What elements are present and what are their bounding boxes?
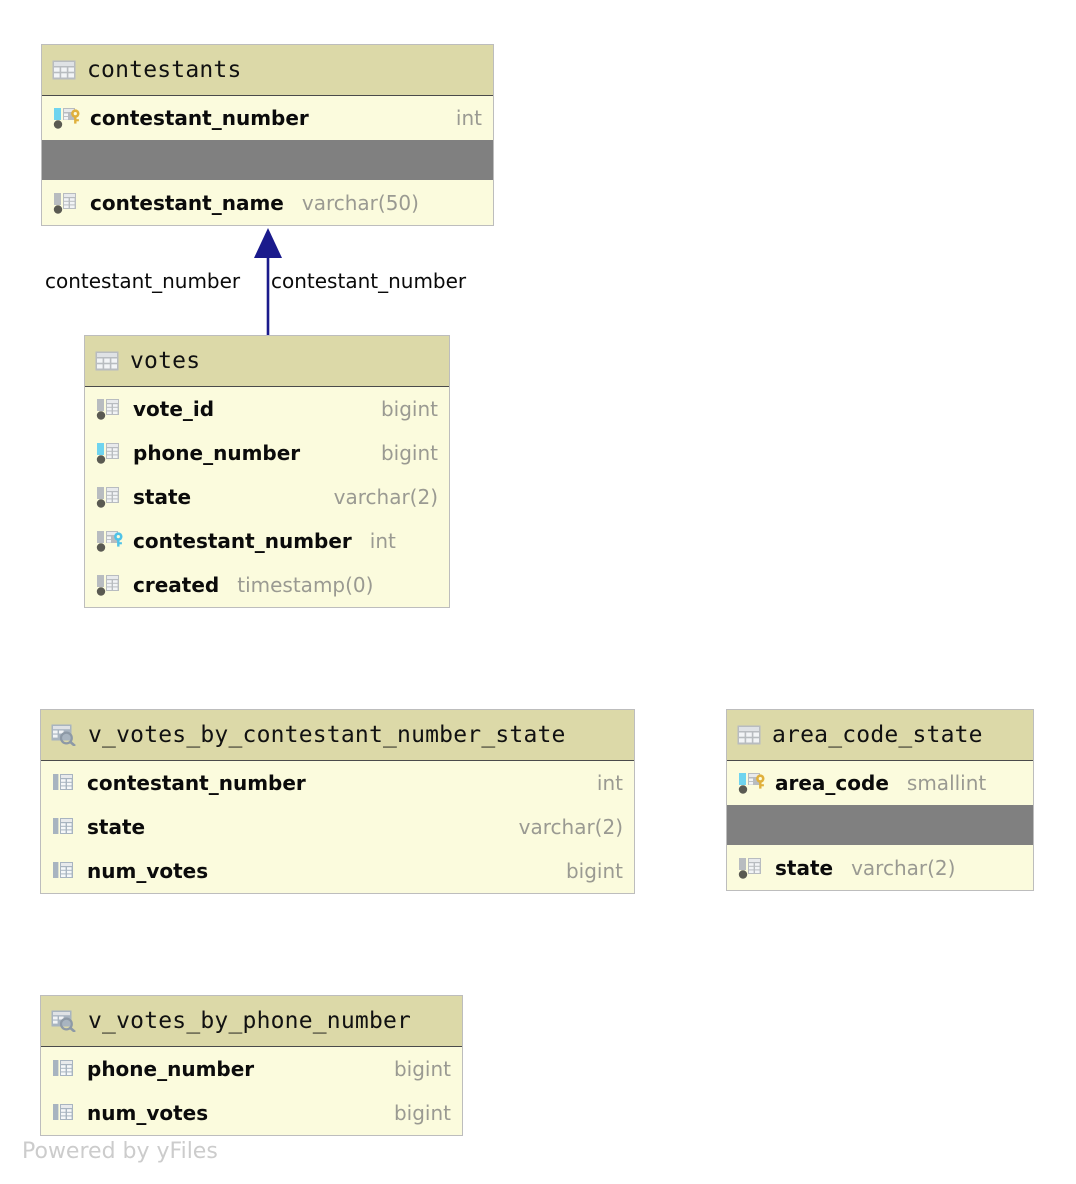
table-row[interactable]: state varchar(2) <box>85 475 449 519</box>
column-name: state <box>775 855 834 880</box>
column-type: bigint <box>565 859 623 883</box>
node-header: contestants <box>42 45 493 96</box>
node-header: v_votes_by_phone_number <box>41 996 462 1047</box>
table-row[interactable]: contestant_number int <box>85 519 449 563</box>
table-node-area-code-state[interactable]: area_code_state area_code smallint <box>726 709 1034 891</box>
table-row[interactable]: contestant_number int <box>41 761 634 805</box>
column-name: phone_number <box>87 1057 255 1081</box>
column-type: bigint <box>380 397 438 421</box>
column-name: num_votes <box>87 859 209 883</box>
node-columns: vote_id bigint phone_number bigin <box>85 387 449 607</box>
column-name: num_votes <box>87 1101 209 1125</box>
column-primary-key-icon <box>738 773 765 794</box>
column-type: bigint <box>380 441 438 465</box>
column-type: int <box>596 771 623 795</box>
table-row[interactable]: vote_id bigint <box>85 387 449 431</box>
node-header: area_code_state <box>727 710 1033 761</box>
column-name: state <box>87 815 146 839</box>
column-indexed-icon <box>96 443 119 464</box>
column-plain-icon <box>96 575 119 596</box>
view-column-icon <box>53 774 73 790</box>
column-foreign-key-icon <box>96 531 123 552</box>
column-type: int <box>455 106 482 130</box>
view-icon <box>51 1010 76 1032</box>
view-column-icon <box>53 1104 73 1120</box>
view-column-icon <box>53 862 73 878</box>
column-name: phone_number <box>133 441 301 465</box>
column-name: state <box>133 485 192 509</box>
column-plain-icon <box>96 487 119 508</box>
node-columns: phone_number bigint num_votes bigint <box>41 1047 462 1135</box>
table-node-votes[interactable]: votes vote_id bigint <box>84 335 450 608</box>
table-row[interactable]: phone_number bigint <box>85 431 449 475</box>
node-header: v_votes_by_contestant_number_state <box>41 710 634 761</box>
node-title: votes <box>130 348 201 374</box>
edge-source-label: contestant_number <box>45 269 241 293</box>
column-name: area_code <box>775 771 889 795</box>
column-plain-icon <box>53 192 76 214</box>
column-type: varchar(2) <box>851 855 956 880</box>
column-type: bigint <box>393 1057 451 1081</box>
node-title: v_votes_by_phone_number <box>88 1008 412 1034</box>
column-name: contestant_number <box>90 106 309 130</box>
column-type: bigint <box>393 1101 451 1125</box>
view-icon <box>51 724 76 746</box>
column-name: created <box>133 573 220 597</box>
table-row[interactable]: area_code smallint <box>727 761 1033 805</box>
node-title: contestants <box>87 57 242 83</box>
column-name: contestant_number <box>87 771 306 795</box>
table-row[interactable]: num_votes bigint <box>41 849 634 893</box>
table-row[interactable]: num_votes bigint <box>41 1091 462 1135</box>
table-row[interactable]: phone_number bigint <box>41 1047 462 1091</box>
column-type: smallint <box>906 771 987 795</box>
table-row[interactable]: state varchar(2) <box>727 845 1033 890</box>
node-header: votes <box>85 336 449 387</box>
column-type: int <box>369 529 396 553</box>
table-row[interactable]: contestant_name varchar(50) <box>42 180 493 225</box>
table-icon <box>52 60 76 80</box>
view-node-v-votes-by-contestant-number-state[interactable]: v_votes_by_contestant_number_state conte… <box>40 709 635 894</box>
view-column-icon <box>53 818 73 834</box>
yfiles-watermark: Powered by yFiles <box>22 1139 218 1164</box>
column-separator-row <box>42 140 493 180</box>
column-name: contestant_number <box>133 529 352 553</box>
column-name: vote_id <box>133 397 215 421</box>
column-type: varchar(2) <box>518 815 623 839</box>
column-type: varchar(50) <box>301 190 419 215</box>
node-columns: contestant_number int state varchar(2) <box>41 761 634 893</box>
table-row[interactable]: state varchar(2) <box>41 805 634 849</box>
node-title: area_code_state <box>772 722 983 748</box>
table-icon <box>737 725 761 745</box>
arrowhead-icon <box>254 228 282 258</box>
column-plain-icon <box>96 399 119 420</box>
view-node-v-votes-by-phone-number[interactable]: v_votes_by_phone_number phone_number big… <box>40 995 463 1136</box>
column-plain-icon <box>738 857 761 879</box>
node-columns: area_code smallint state <box>727 761 1033 890</box>
table-row[interactable]: contestant_number int <box>42 96 493 140</box>
column-separator-row <box>727 805 1033 845</box>
view-column-icon <box>53 1060 73 1076</box>
table-row[interactable]: created timestamp(0) <box>85 563 449 607</box>
table-node-contestants[interactable]: contestants contestant_number int <box>41 44 494 226</box>
column-type: varchar(2) <box>333 485 438 509</box>
node-columns: contestant_number int contestant_ <box>42 96 493 225</box>
edge-target-label: contestant_number <box>271 269 467 293</box>
column-name: contestant_name <box>90 190 284 215</box>
table-icon <box>95 351 119 371</box>
node-title: v_votes_by_contestant_number_state <box>88 722 566 748</box>
column-primary-key-icon <box>53 108 80 129</box>
column-type: timestamp(0) <box>237 573 374 597</box>
